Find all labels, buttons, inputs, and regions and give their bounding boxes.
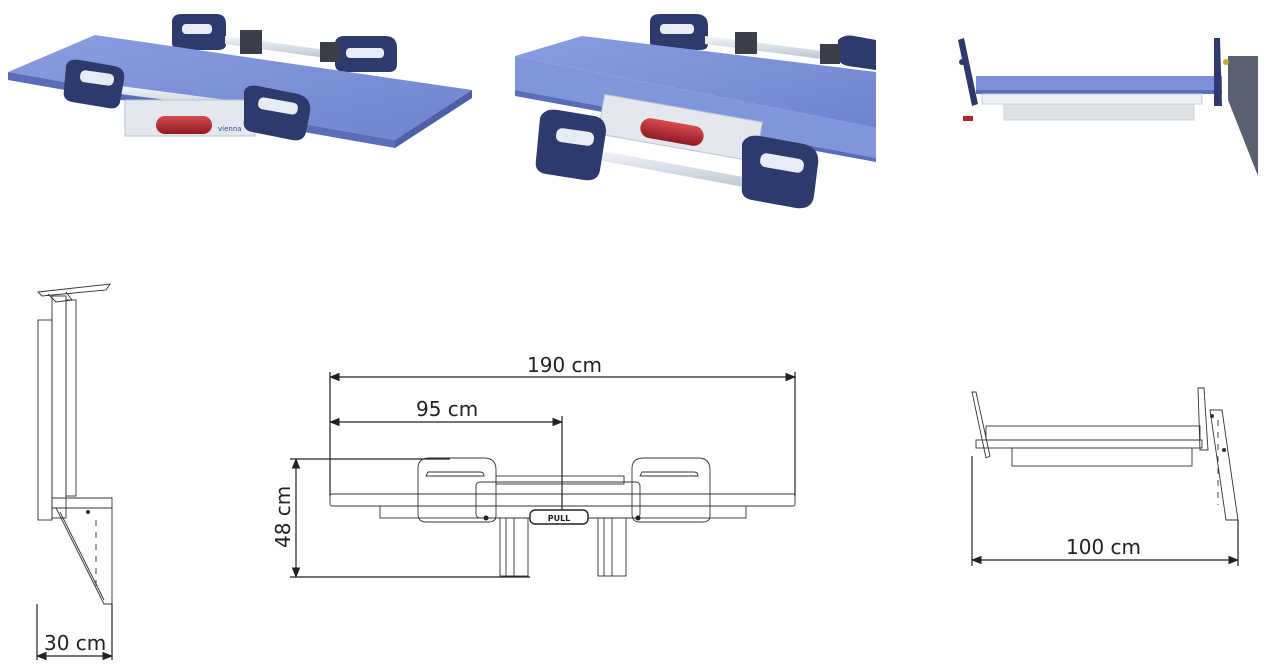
handle-back-right-2 (838, 35, 876, 70)
pull-label: PULL (548, 514, 571, 523)
handle-brand-label: vienna (218, 125, 242, 133)
width-dimension-label: 100 cm (1066, 535, 1141, 559)
height-dimension-label: 48 cm (271, 486, 295, 548)
handle-front-right-2 (741, 135, 819, 209)
length-dimension-label: 190 cm (527, 353, 602, 377)
tabletop-1 (8, 35, 472, 140)
handle-front-left (63, 59, 125, 109)
handle-front-left-2 (535, 109, 606, 181)
red-pull-handle-1 (156, 116, 212, 134)
front-elevation-view: 190 cm 95 cm 48 cm PULL (271, 353, 797, 579)
side-render-view (958, 38, 1258, 176)
half-length-dimension-label: 95 cm (416, 397, 478, 421)
folded-side-view: 30 cm (35, 283, 114, 661)
tabletop-2 (515, 36, 876, 128)
depth-dimension-label: 30 cm (44, 631, 106, 655)
red-pull-handle-2 (640, 118, 704, 146)
wall-panel (1228, 56, 1258, 176)
perspective-view-1: vienna (8, 14, 472, 148)
perspective-view-2 (515, 14, 876, 209)
end-elevation-view: 100 cm (970, 387, 1240, 566)
